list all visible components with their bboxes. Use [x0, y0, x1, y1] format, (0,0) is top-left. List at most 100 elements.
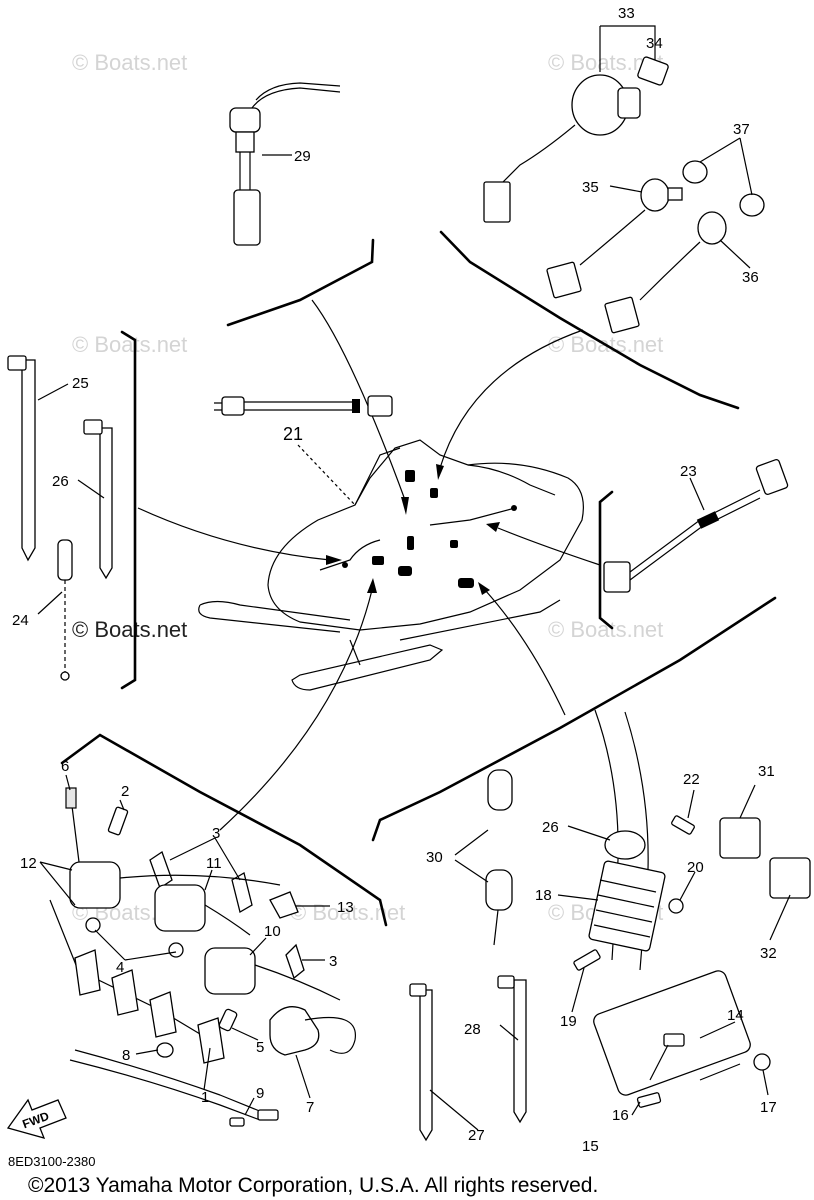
lanyard-ring	[60, 671, 70, 681]
part-21-wire-lead	[214, 395, 393, 506]
callout-31: 31	[758, 763, 775, 780]
part-26-band	[77, 419, 113, 580]
callout-23: 23	[680, 463, 697, 480]
wire	[244, 401, 356, 411]
connector-block	[407, 536, 414, 550]
callout-3: 3	[212, 825, 220, 842]
coil-lead	[254, 964, 341, 1001]
bracket-tab	[197, 1017, 225, 1064]
leader-32	[769, 894, 791, 941]
track-line	[399, 599, 561, 641]
callout-24: 24	[12, 612, 29, 629]
switch-wire	[579, 209, 646, 266]
part-29-temp-sensor	[229, 82, 341, 246]
lead-wire	[69, 1059, 261, 1121]
wire-connector	[367, 395, 393, 417]
wire-connector	[221, 396, 245, 416]
callout-13: 13	[337, 899, 354, 916]
part-25-band	[7, 355, 69, 562]
lead-wire	[74, 1049, 263, 1113]
wire-sleeve	[352, 399, 360, 413]
tie-head	[7, 355, 27, 371]
diagram-code: 8ED3100-2380	[8, 1154, 95, 1169]
cover-31	[719, 817, 761, 859]
leader-6	[65, 774, 71, 791]
leader-21	[297, 444, 356, 506]
tie-head	[83, 419, 103, 435]
condenser	[487, 769, 513, 811]
coil-lead	[204, 904, 251, 936]
leader-28	[499, 1024, 519, 1041]
border-top-left	[226, 238, 375, 327]
connector-block	[450, 540, 458, 548]
callout-34: 34	[646, 35, 663, 52]
callout-4: 4	[116, 959, 124, 976]
leader-arrow	[137, 507, 331, 561]
callout-7: 7	[306, 1099, 314, 1116]
callout-8: 8	[122, 1047, 130, 1064]
watermark-dark: © Boats.net	[72, 617, 187, 642]
callout-26: 26	[542, 819, 559, 836]
switch-body	[697, 211, 727, 245]
callout-19: 19	[560, 1013, 577, 1030]
callout-28: 28	[464, 1021, 481, 1038]
callout-29: 29	[294, 148, 311, 165]
ski-right	[291, 644, 444, 691]
cdi-bracket	[699, 1063, 741, 1081]
arrow-head	[367, 578, 377, 593]
bolt-15	[636, 1092, 662, 1108]
leader-arrow	[439, 329, 584, 469]
callout-numbers: 1 2 3 3 4 5 6 7 8 9 10 11 12 13 14 15 16…	[12, 5, 777, 1155]
fwd-arrow-shape	[6, 1098, 67, 1139]
watermark: © Boats.net	[548, 617, 663, 642]
harness-sleeve	[696, 511, 720, 529]
leader-5	[231, 1027, 259, 1041]
seat-line	[467, 464, 556, 496]
bolt	[107, 806, 129, 836]
callout-21: 21	[283, 424, 303, 444]
bracket-33	[599, 25, 656, 72]
sensor-leads	[239, 152, 251, 190]
snowmobile-outline	[198, 439, 584, 691]
leader-12	[39, 861, 76, 906]
connector-block	[372, 556, 384, 565]
leader-36	[719, 239, 751, 269]
leader-15	[631, 1101, 641, 1116]
switch-stem	[667, 187, 683, 201]
lower-right-assembly	[409, 709, 811, 1142]
harness-wire	[629, 489, 761, 581]
nut	[739, 193, 765, 217]
leader-4	[94, 929, 177, 961]
tie-head	[409, 983, 427, 997]
watermark: © Boats.net	[72, 50, 187, 75]
switch-body	[640, 178, 670, 212]
callout-17: 17	[760, 1099, 777, 1116]
leader-19	[571, 967, 585, 1013]
leader-arrow	[219, 589, 373, 831]
callout-30: 30	[426, 849, 443, 866]
callout-11: 11	[206, 855, 222, 872]
leaders-lower-left	[39, 774, 330, 1116]
wire-terminal	[229, 1117, 245, 1127]
arrow-head	[478, 582, 490, 595]
leader-26b	[567, 825, 611, 841]
leader-arrows	[137, 299, 601, 831]
ski-left-bottom	[198, 604, 341, 633]
washer	[168, 942, 184, 958]
cable-tie-28	[513, 979, 527, 1124]
part-24-lanyard	[37, 539, 73, 681]
border-lower-left	[60, 733, 388, 927]
leader-7	[295, 1054, 311, 1099]
bolt	[231, 872, 253, 913]
connector-dot	[511, 505, 517, 511]
part-35-switch	[546, 178, 683, 299]
frame-tube	[624, 711, 649, 971]
bracket-tab	[74, 949, 101, 996]
windshield	[354, 447, 401, 506]
callout-33: 33	[618, 5, 635, 22]
bolt	[149, 850, 173, 890]
sensor-body	[235, 131, 255, 153]
callout-16: 16	[612, 1107, 629, 1124]
leader-31	[739, 784, 756, 819]
switch-connector	[483, 181, 511, 223]
